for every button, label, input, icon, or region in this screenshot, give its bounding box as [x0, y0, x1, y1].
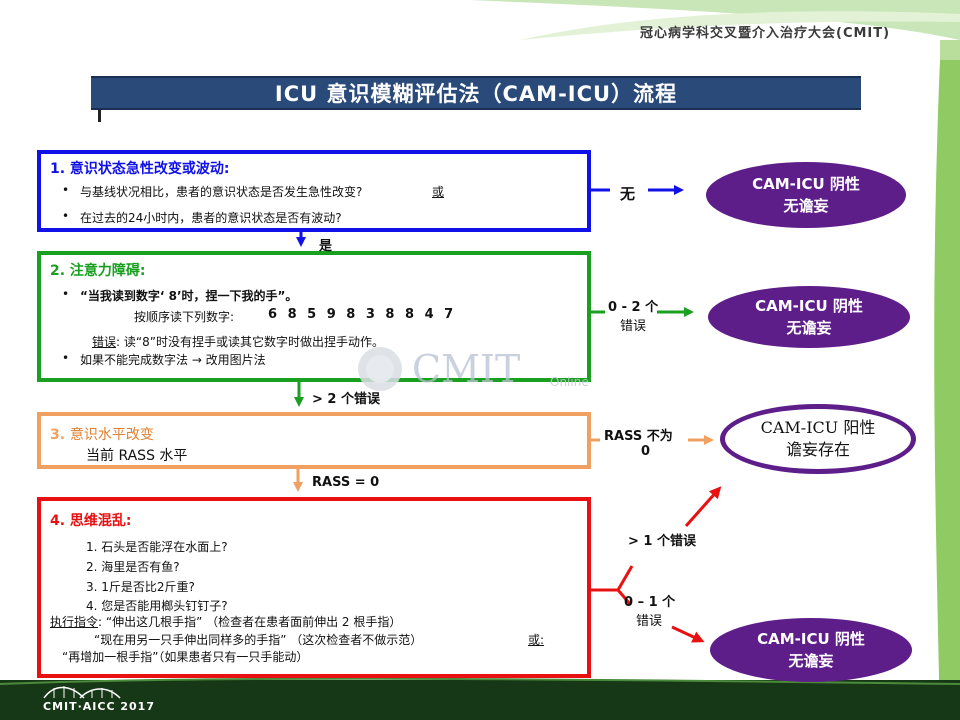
label-0-2-a: 0 - 2 个: [608, 300, 659, 315]
outcome-negative-3: CAM-ICU 阴性 无谵妄: [710, 618, 912, 682]
label-rass-not0-b: 0: [641, 444, 651, 459]
step1-bullet2-mark: •: [62, 209, 70, 223]
step4-q3: 3. 1斤是否比2斤重?: [86, 580, 195, 594]
step2-bullet2-mark: •: [62, 351, 70, 365]
step1-box: [37, 150, 591, 232]
step1-title: 1. 意识状态急性改变或波动:: [50, 161, 230, 177]
page-title: ICU 意识模糊评估法（CAM-ICU）流程: [274, 82, 678, 106]
label-rass-not0-a: RASS 不为: [604, 429, 673, 444]
step2-bullet1-mark: •: [62, 287, 70, 301]
outcome-negative-3-line1: CAM-ICU 阴性: [757, 630, 865, 648]
arrow-0-1: [671, 625, 705, 643]
step1-bullet1-mark: •: [62, 183, 70, 197]
arrow-gt1: [684, 486, 722, 527]
step2-sequence: 6 8 5 9 8 3 8 8 4 7: [268, 307, 457, 322]
step1-bullet2: 在过去的24小时内，患者的意识状态是否有波动?: [80, 211, 342, 225]
step3-title: 意识水平改变: [69, 427, 154, 443]
outcome-positive: CAM-ICU 阳性 谵妄存在: [720, 404, 916, 474]
outcome-negative-1-line2: 无谵妄: [783, 197, 829, 215]
step3-current-rass: 当前 RASS 水平: [86, 448, 188, 464]
outcome-negative-1: CAM-ICU 阴性 无谵妄: [706, 162, 906, 228]
step4-q1: 1. 石头是否能浮在水面上?: [86, 540, 228, 554]
step2-title: 2. 注意力障碍:: [50, 263, 146, 279]
label-rass-eq0: RASS = 0: [312, 475, 380, 490]
outcome-negative-2-line1: CAM-ICU 阴性: [755, 297, 863, 315]
footer-logo-icon: [43, 686, 121, 699]
footer-text: CMIT·AICC 2017: [43, 700, 155, 713]
outcome-negative-3-line2: 无谵妄: [788, 652, 834, 670]
step4-q4: 4. 您是否能用榔头钉钉子?: [86, 599, 228, 613]
watermark-sub: Online: [550, 375, 589, 389]
step3-box: [37, 412, 591, 469]
step2-bullet1: “当我读到数字‘ 8’时，捏一下我的手”。: [80, 289, 298, 303]
step3-number: 3.: [50, 427, 66, 443]
step4-cmd2: “现在用另一只手伸出同样多的手指” （这次检查者不做示范）: [94, 633, 423, 647]
label-gt1: > 1 个错误: [628, 534, 696, 549]
label-0-1-b: 错误: [636, 614, 663, 629]
outcome-negative-2: CAM-ICU 阴性 无谵妄: [708, 286, 910, 348]
title-tick: [98, 110, 101, 122]
conference-name: 冠心病学科交叉暨介入治疗大会(CMIT): [640, 26, 891, 41]
outcome-negative-1-line1: CAM-ICU 阴性: [752, 175, 860, 193]
step2-error-text: : 读“8”时没有捏手或读其它数字时做出捏手动作。: [116, 335, 384, 349]
label-none: 无: [620, 185, 636, 203]
step4-cmd-label: 执行指令: [50, 615, 99, 629]
step1-bullet1: 与基线状况相比，患者的意识状态是否发生急性改变?: [80, 185, 363, 199]
step4-or: 或:: [528, 633, 545, 647]
watermark-main: CMIT: [412, 347, 520, 391]
step4-q2: 2. 海里是否有鱼?: [86, 560, 180, 574]
step2-bullet2: 如果不能完成数字法 → 改用图片法: [80, 353, 266, 367]
page-title-bar: ICU 意识模糊评估法（CAM-ICU）流程: [91, 76, 861, 110]
step4-cmd1: : “伸出这几根手指” （检查者在患者面前伸出 2 根手指）: [98, 615, 402, 629]
label-0-1-a: 0 – 1 个: [624, 595, 676, 610]
cmit-watermark: CMIT Online: [358, 347, 589, 391]
label-0-2-b: 错误: [620, 319, 647, 334]
label-gt2: > 2 个错误: [312, 392, 380, 407]
step4-box: [37, 497, 591, 678]
step2-sequence-label: 按顺序读下列数字:: [134, 310, 235, 324]
step2-box: [37, 251, 591, 382]
outcome-negative-2-line2: 无谵妄: [786, 319, 832, 337]
label-yes: 是: [319, 239, 333, 254]
step4-cmd3: “再增加一根手指”（如果患者只有一只手能动）: [62, 650, 309, 664]
step2-error-label: 错误: [92, 335, 117, 349]
step1-or: 或: [432, 185, 445, 199]
outcome-positive-line1: CAM-ICU 阳性: [760, 418, 876, 437]
outcome-positive-line2: 谵妄存在: [785, 440, 850, 459]
step4-title: 4. 思维混乱:: [50, 513, 132, 529]
